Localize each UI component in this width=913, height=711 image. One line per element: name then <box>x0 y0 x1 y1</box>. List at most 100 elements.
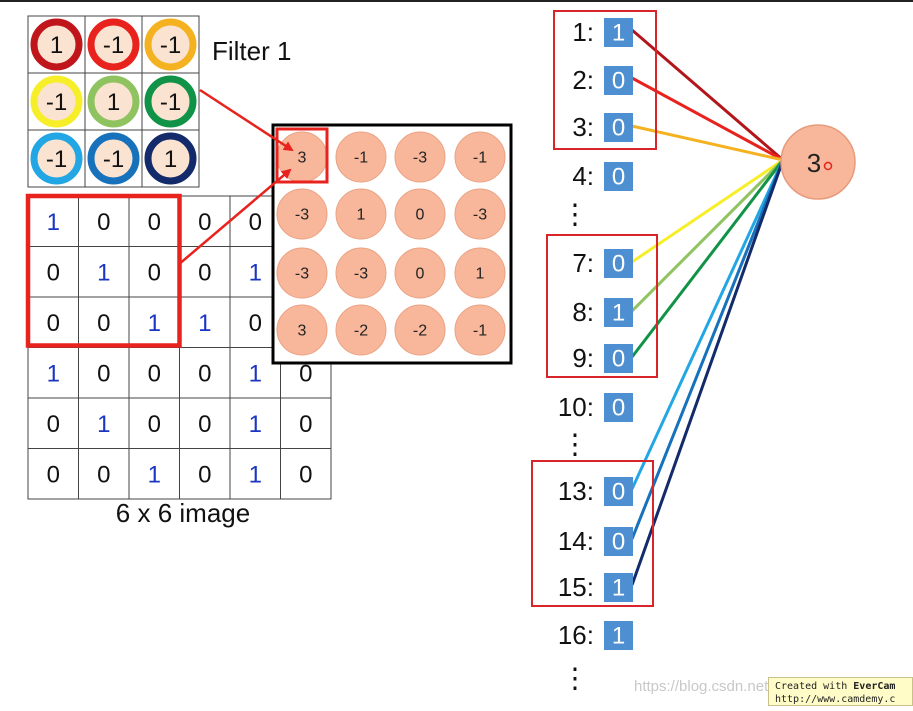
input-value: 0 <box>612 251 625 278</box>
image-caption: 6 x 6 image <box>116 498 250 528</box>
stamp-brand: EverCam <box>853 681 896 692</box>
filter-cell-ring <box>30 132 83 185</box>
input-index-label: 8: <box>572 297 594 327</box>
feature-map-circle <box>335 304 387 356</box>
filter-cell-ring <box>30 75 83 128</box>
feature-map-circle <box>454 304 506 356</box>
image-cell-value: 1 <box>148 310 161 337</box>
feature-map-circle <box>335 188 387 240</box>
top-border-line <box>0 0 913 2</box>
image-cell-value: 0 <box>299 360 312 387</box>
image-cell-value: 1 <box>198 310 211 337</box>
input-value-box <box>604 113 633 142</box>
filter-cell-value: -1 <box>46 146 67 173</box>
input-index-label: 15: <box>558 572 594 602</box>
feature-map-circle <box>276 247 328 299</box>
image-cell-value: 0 <box>198 360 211 387</box>
input-value: 1 <box>612 575 625 602</box>
feature-map-circle <box>454 188 506 240</box>
input-index-label: 1: <box>572 17 594 47</box>
feature-map-circle <box>394 304 446 356</box>
input-value-box <box>604 527 633 556</box>
input-index-label: 7: <box>572 248 594 278</box>
filter-cell-ring <box>30 18 83 71</box>
feature-map-value: -3 <box>413 150 427 167</box>
image-cell-value: 0 <box>198 461 211 488</box>
group-box-2 <box>546 234 658 378</box>
image-cell-value: 0 <box>148 209 161 236</box>
feature-map-circle <box>276 188 328 240</box>
weight-line <box>630 159 785 586</box>
output-neuron: 3 <box>780 124 856 200</box>
input-value-box <box>604 344 633 373</box>
image-cell-value: 0 <box>47 310 60 337</box>
feature-map-value: 3 <box>298 323 307 340</box>
input-index-label: 4: <box>572 161 594 191</box>
receptive-field-highlight <box>25 193 182 348</box>
image-cell-value: 0 <box>198 209 211 236</box>
feature-map-value: 1 <box>357 207 366 224</box>
image-cell-value: 1 <box>249 259 262 286</box>
image-cell-value: 1 <box>97 411 110 438</box>
connection-lines <box>630 28 785 586</box>
group-box-3 <box>531 460 654 607</box>
feature-map-circle <box>394 188 446 240</box>
filter-cell-value: -1 <box>103 32 124 59</box>
feature-map-circle <box>454 131 506 183</box>
filter-cell-ring <box>87 18 140 71</box>
image-cell-value: 0 <box>97 360 110 387</box>
weight-line <box>631 28 784 162</box>
cursor-dot-icon <box>823 161 833 171</box>
image-cell-value: 0 <box>148 360 161 387</box>
image-cell-value: 0 <box>198 259 211 286</box>
image-cell-value: 1 <box>47 360 60 387</box>
input-value: 0 <box>612 479 625 506</box>
image-cell-value: 0 <box>148 259 161 286</box>
feature-map-circle <box>454 247 506 299</box>
input-value-box <box>604 393 633 422</box>
input-value: 0 <box>612 529 625 556</box>
input-index-label: 10: <box>558 392 594 422</box>
ellipsis-icon: ⋮ <box>561 199 589 230</box>
feature-map-value: 3 <box>298 150 307 167</box>
image-cell-value: 1 <box>249 360 262 387</box>
filter-cell-value: -1 <box>103 146 124 173</box>
stamp-url: http://www.camdemy.c <box>775 694 896 705</box>
input-value: 0 <box>612 346 625 373</box>
feature-map-circle <box>276 304 328 356</box>
feature-map-value: -1 <box>473 323 487 340</box>
feature-map-highlight <box>275 127 329 184</box>
feature-map-value: -2 <box>354 323 368 340</box>
filter-cell-ring <box>144 132 197 185</box>
image-cell-value: 0 <box>299 461 312 488</box>
feature-map-value: -1 <box>354 150 368 167</box>
arrows <box>177 88 294 266</box>
input-index-label: 2: <box>572 65 594 95</box>
feature-map-value: -3 <box>295 266 309 283</box>
input-value: 0 <box>612 68 625 95</box>
neuron-circle <box>780 124 856 200</box>
stamp-prefix: Created with <box>775 681 854 692</box>
input-value: 0 <box>612 395 625 422</box>
filter-cell-value: 1 <box>164 146 177 173</box>
input-value-box <box>604 18 633 47</box>
image-cell-value: 0 <box>97 461 110 488</box>
image-cell-value: 0 <box>249 310 262 337</box>
filter-cell-ring <box>144 75 197 128</box>
image-cell-value: 0 <box>47 259 60 286</box>
filter-cell-value: 1 <box>50 32 63 59</box>
image-cell-value: 0 <box>249 209 262 236</box>
filter-cell-value: 1 <box>107 89 120 116</box>
feature-map-value: -3 <box>354 266 368 283</box>
feature-map-value: 0 <box>416 207 425 224</box>
ellipsis-icon: ⋮ <box>561 429 589 460</box>
input-index-label: 16: <box>558 620 594 650</box>
image-cell-value: 1 <box>249 411 262 438</box>
group-box-1 <box>553 10 657 150</box>
image-cell-value: 0 <box>47 411 60 438</box>
filter-cell-ring <box>87 75 140 128</box>
filter-label: Filter 1 <box>212 36 291 66</box>
input-index-label: 14: <box>558 526 594 556</box>
